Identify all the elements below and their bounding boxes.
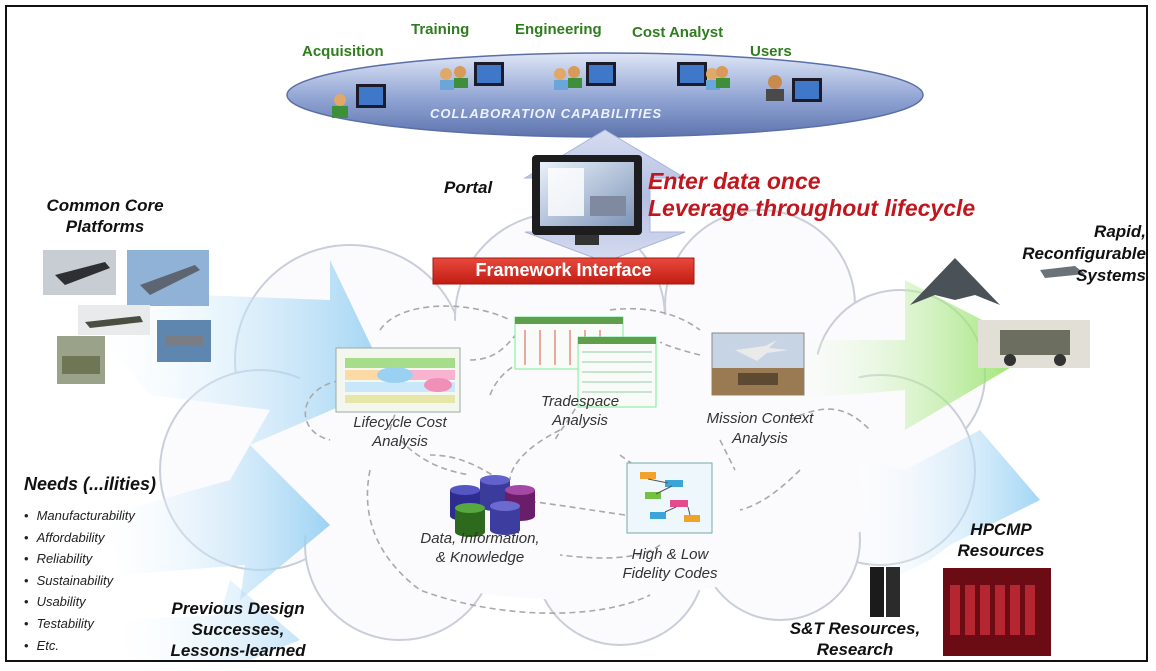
rapid-systems-images (910, 258, 1090, 368)
portal-label: Portal (444, 178, 493, 197)
needs-item: Manufacturability (24, 505, 135, 527)
previous-line-3: Lessons-learned (170, 641, 306, 660)
collaboration-banner: COLLABORATION CAPABILITIES (430, 106, 663, 121)
needs-arrow (105, 445, 330, 600)
needs-item: Sustainability (24, 570, 135, 592)
st-line-1: S&T Resources, (789, 619, 921, 638)
tradespace-line-2: Analysis (552, 412, 608, 429)
role-engineering: Engineering (515, 21, 602, 38)
rapid-line-2: Reconfigurable (1022, 244, 1146, 263)
role-users: Users (750, 43, 792, 60)
lifecycle-line-1: Lifecycle Cost (353, 414, 447, 431)
data-knowledge-node: Data, Information, & Knowledge (400, 529, 560, 567)
previous-design-label: Previous Design Successes, Lessons-learn… (148, 598, 328, 661)
previous-line-2: Successes, (191, 620, 285, 639)
rapid-line-1: Rapid, (1094, 222, 1146, 241)
fidelity-codes-node: High & Low Fidelity Codes (600, 545, 740, 583)
lifecycle-cost-node: Lifecycle Cost Analysis (330, 413, 470, 451)
mission-line-1: Mission Context (706, 410, 814, 427)
rapid-line-3: Systems (1076, 266, 1146, 285)
platforms-line-1: Common Core (46, 196, 164, 215)
diagram-border (5, 5, 1148, 662)
lifecycle-thumbnail (335, 347, 461, 413)
resources-arrow (860, 430, 1040, 590)
needs-list: Manufacturability Affordability Reliabil… (24, 505, 135, 656)
role-icons (332, 62, 822, 118)
role-cost-analyst: Cost Analyst (632, 24, 724, 41)
tradespace-thumbnail (514, 316, 657, 408)
role-acquisition: Acquisition (302, 43, 384, 60)
hpcmp-line-2: Resources (957, 541, 1045, 560)
needs-item: Testability (24, 613, 135, 635)
common-core-platforms: Common Core Platforms (30, 195, 180, 237)
systems-arrow (780, 280, 1040, 430)
codes-line-2: Fidelity Codes (622, 565, 718, 582)
data-line-1: Data, Information, (420, 530, 540, 547)
previous-line-1: Previous Design (171, 599, 305, 618)
hpcmp-line-1: HPCMP (970, 520, 1032, 539)
tradespace-line-1: Tradespace (540, 393, 620, 410)
needs-item: Affordability (24, 527, 135, 549)
platform-photos (43, 250, 211, 384)
framework-interface-label: Framework Interface (475, 260, 652, 280)
hpcmp-label: HPCMP Resources (946, 519, 1056, 561)
st-line-2: Research (816, 640, 894, 659)
platforms-line-2: Platforms (65, 217, 145, 236)
rapid-systems-label: Rapid, Reconfigurable Systems (986, 221, 1146, 287)
st-resources-label: S&T Resources, Research (770, 618, 940, 660)
needs-item: Reliability (24, 548, 135, 570)
portal-monitor (532, 155, 642, 245)
mission-line-2: Analysis (732, 430, 788, 447)
tagline-line-2: Leverage throughout lifecycle (648, 195, 976, 221)
needs-item: Usability (24, 591, 135, 613)
tradespace-node: Tradespace Analysis (510, 392, 650, 430)
data-line-2: & Knowledge (435, 549, 525, 566)
platforms-arrow (95, 260, 390, 445)
lifecycle-line-2: Analysis (372, 433, 428, 450)
flowchart-thumbnail (626, 462, 713, 534)
mission-context-node: Mission Context Analysis (685, 409, 835, 449)
framework-bar (432, 257, 695, 285)
database-icon (450, 475, 535, 537)
hpcmp-images (870, 567, 1051, 656)
role-training: Training (411, 21, 470, 38)
codes-line-1: High & Low (631, 546, 709, 563)
lower-left-arrow (115, 580, 300, 660)
needs-title: Needs (...ilities) (24, 474, 157, 494)
needs-item: Etc. (24, 635, 135, 657)
tagline-line-1: Enter data once (648, 168, 821, 194)
mission-thumbnail (711, 332, 805, 396)
